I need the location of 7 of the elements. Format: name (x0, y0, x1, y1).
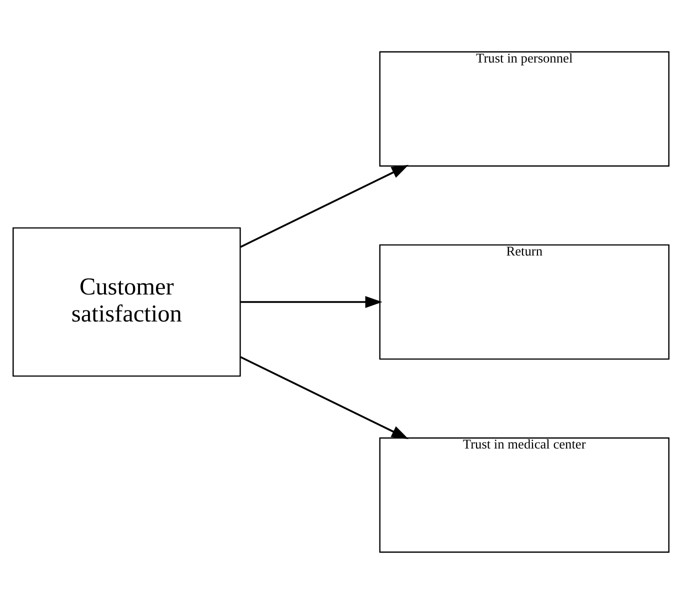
node-box: Return (379, 244, 670, 360)
node-box: Customer satisfaction (12, 226, 241, 376)
arrow (240, 356, 409, 439)
arrow (240, 296, 382, 308)
arrow (240, 164, 409, 248)
node-box: Trust in personnel (379, 50, 670, 166)
node-box: Trust in medical center (379, 436, 670, 552)
